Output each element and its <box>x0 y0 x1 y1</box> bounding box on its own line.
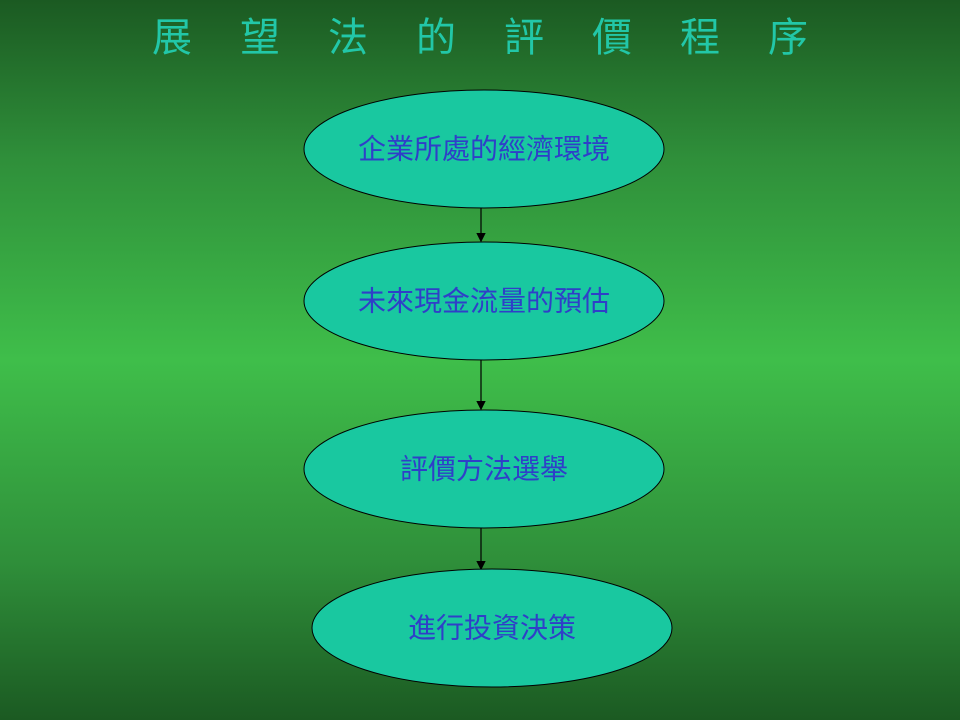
flow-node-shape <box>303 409 665 529</box>
flow-node-shape <box>303 241 665 361</box>
flow-node-label: 評價方法選舉 <box>400 453 568 486</box>
flow-step-4: 進行投資決策 <box>311 568 673 688</box>
flow-step-1: 企業所處的經濟環境 <box>303 89 665 209</box>
flow-step-2: 未來現金流量的預估 <box>303 241 665 361</box>
flow-node-shape <box>303 89 665 209</box>
flow-node-label: 進行投資決策 <box>408 612 576 645</box>
flow-node-label: 未來現金流量的預估 <box>358 285 610 318</box>
flow-node-shape <box>311 568 673 688</box>
flow-node-label: 企業所處的經濟環境 <box>358 133 610 166</box>
slide-title: 展望法的評價程序 <box>152 15 856 61</box>
flow-step-3: 評價方法選舉 <box>303 409 665 529</box>
